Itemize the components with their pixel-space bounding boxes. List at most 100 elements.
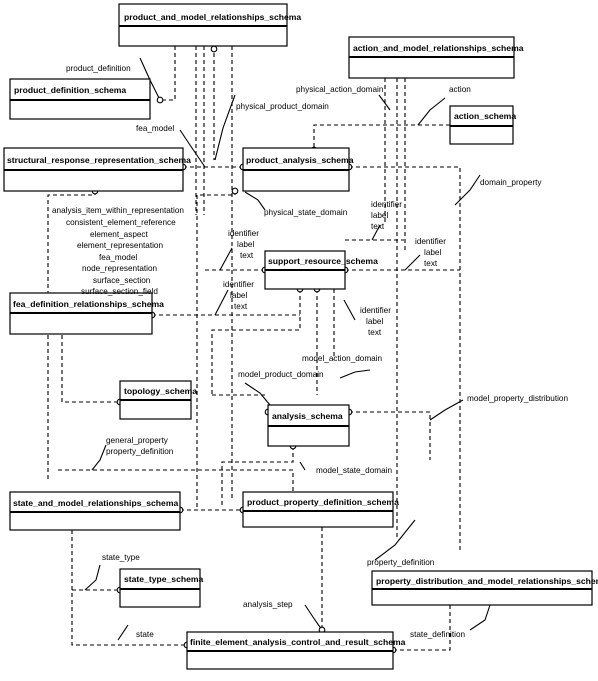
leaders	[84, 57, 491, 641]
leader-state	[117, 624, 129, 641]
link-sr-an-left	[211, 289, 301, 395]
schema-title: product_and_model_relationships_schema	[124, 12, 301, 22]
schema-feac[interactable]: finite_element_analysis_control_and_resu…	[186, 631, 406, 670]
schema-an[interactable]: analysis_schema	[267, 404, 350, 447]
label-identifier: identifier	[228, 229, 259, 238]
schema-pamr[interactable]: product_and_model_relationships_schema	[118, 3, 301, 47]
schema-title: state_type_schema	[124, 574, 204, 584]
schema-title: product_property_definition_schema	[247, 497, 399, 507]
label-text: text	[368, 328, 382, 337]
schema-pdmr[interactable]: property_distribution_and_model_relation…	[371, 570, 598, 606]
link-pa-pdmr	[349, 166, 461, 550]
schema-title: topology_schema	[124, 386, 197, 396]
label-fea-model: fea_model	[136, 124, 174, 133]
leader-domain-property	[454, 174, 481, 206]
leader-id-5	[343, 299, 356, 321]
schema-as[interactable]: action_schema	[449, 105, 516, 145]
circle-connector	[210, 45, 218, 53]
schema-title: action_schema	[454, 111, 516, 121]
link-an-pdmr	[349, 411, 431, 460]
schema-title: state_and_model_relationships_schema	[13, 498, 178, 508]
schema-smr[interactable]: state_and_model_relationships_schema	[9, 491, 181, 531]
leader-id-2	[219, 247, 233, 271]
label-identifier: identifier	[223, 280, 254, 289]
schema-title: action_and_model_relationships_schema	[353, 43, 524, 53]
label-label: label	[366, 317, 383, 326]
link-fdr-ts	[61, 300, 120, 403]
leader-property-definition-2	[374, 519, 416, 561]
leader-state-type	[84, 564, 101, 591]
label-label: label	[424, 248, 441, 257]
label-identifier: identifier	[415, 237, 446, 246]
link-pamr-pds	[160, 46, 176, 101]
link-general-ppd	[58, 469, 294, 500]
link-an-smr	[221, 446, 294, 505]
label-physical-state-domain: physical_state_domain	[264, 208, 348, 217]
schema-title: fea_definition_relationships_schema	[13, 299, 164, 309]
link-aamr-as	[313, 124, 450, 150]
label-text: text	[234, 302, 248, 311]
label-action: action	[449, 85, 471, 94]
schema-title: finite_element_analysis_control_and_resu…	[190, 637, 406, 647]
label-product-definition: product_definition	[66, 64, 131, 73]
leader-action	[417, 97, 446, 126]
schema-sts[interactable]: state_type_schema	[119, 568, 204, 608]
leader-analysis-step	[304, 604, 323, 631]
label-general-property: general_property	[106, 436, 169, 445]
label-physical-product-domain: physical_product_domain	[236, 102, 329, 111]
relationship-labels: product_definition physical_action_domai…	[52, 64, 568, 639]
label-text: text	[371, 222, 385, 231]
leader-model-product-domain	[244, 382, 271, 406]
schema-srr[interactable]: structural_response_representation_schem…	[3, 147, 191, 192]
circle-connector	[156, 96, 164, 104]
schema-aamr[interactable]: action_and_model_relationships_schema	[348, 36, 524, 79]
leader-general-property	[91, 444, 107, 471]
label-surface-section-field: surface_section_field	[81, 287, 158, 296]
schema-title: product_analysis_schema	[246, 155, 354, 165]
leader-physical-action-domain	[378, 94, 391, 111]
label-model-state-domain: model_state_domain	[316, 466, 392, 475]
schema-ts[interactable]: topology_schema	[119, 380, 197, 420]
link-pdmr-feac	[393, 605, 451, 651]
schema-ppd[interactable]: product_property_definition_schema	[242, 491, 399, 528]
leader-fea-model	[179, 129, 206, 168]
schema-pa[interactable]: product_analysis_schema	[242, 147, 354, 192]
link-pa-smr	[196, 191, 236, 508]
leader-physical-product-domain	[214, 94, 236, 161]
label-surface-section: surface_section	[93, 276, 151, 285]
schema-title: support_resource_schema	[268, 256, 378, 266]
label-model-action-domain: model_action_domain	[302, 354, 383, 363]
label-element-representation: element_representation	[77, 241, 163, 250]
leader-id-3	[404, 254, 421, 271]
label-fea-model-2: fea_model	[99, 253, 137, 262]
label-node-representation: node_representation	[82, 264, 158, 273]
schema-title: property_distribution_and_model_relation…	[376, 576, 598, 586]
leader-model-property-distribution	[429, 399, 464, 421]
label-element-aspect: element_aspect	[90, 230, 149, 239]
schema-pds[interactable]: product_definition_schema	[9, 78, 151, 120]
schema-title: structural_response_representation_schem…	[7, 155, 191, 165]
label-property-definition-2: property_definition	[367, 558, 435, 567]
schema-sr[interactable]: support_resource_schema	[264, 250, 378, 290]
leader-model-state-domain	[299, 461, 306, 471]
label-model-property-distribution: model_property_distribution	[467, 394, 568, 403]
link-smr-feac	[71, 530, 187, 646]
label-model-product-domain: model_product_domain	[238, 370, 324, 379]
leader-state-definition	[469, 604, 491, 631]
label-domain-property: domain_property	[480, 178, 542, 187]
label-state-definition: state_definition	[410, 630, 466, 639]
label-label: label	[371, 211, 388, 220]
schema-title: analysis_schema	[272, 411, 343, 421]
label-analysis-step: analysis_step	[243, 600, 293, 609]
label-text: text	[424, 259, 438, 268]
label-label: label	[230, 291, 247, 300]
label-consistent-element-reference: consistent_element_reference	[66, 218, 176, 227]
label-text: text	[240, 251, 254, 260]
circle-connector	[231, 187, 239, 195]
label-identifier: identifier	[360, 306, 391, 315]
schema-title: product_definition_schema	[14, 85, 126, 95]
schema-fdr[interactable]: fea_definition_relationships_schema	[9, 292, 164, 335]
label-state: state	[136, 630, 154, 639]
leader-model-action-domain	[339, 369, 371, 379]
